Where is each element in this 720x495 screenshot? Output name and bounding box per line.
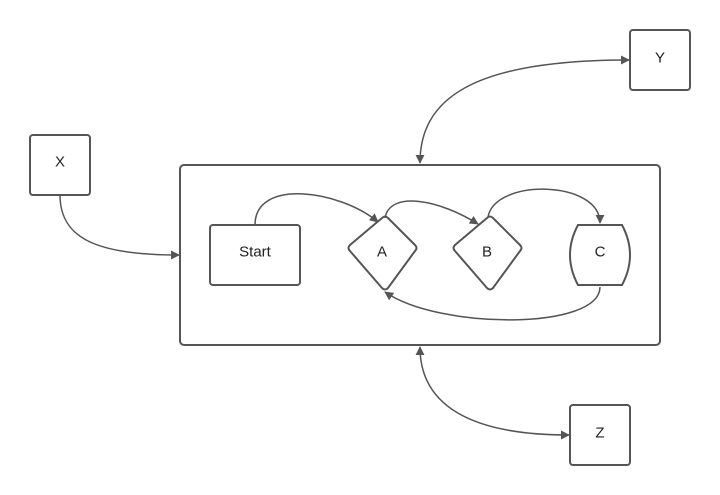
edge-x-to-container[interactable]	[59, 194, 180, 260]
node-c-shape	[568, 224, 632, 286]
node-z[interactable]: Z	[569, 404, 631, 466]
node-x-label: X	[55, 154, 65, 171]
node-start-label: Start	[239, 244, 272, 261]
node-y-box	[629, 29, 691, 91]
edge-c-to-a[interactable]	[384, 286, 601, 321]
node-x[interactable]: X	[29, 134, 91, 196]
node-y-label: Y	[655, 50, 665, 67]
node-c-label: C	[595, 244, 606, 261]
container-box[interactable]	[179, 164, 661, 346]
edge-z-container[interactable]	[415, 346, 570, 440]
node-y[interactable]: Y	[629, 29, 691, 91]
edge-b-to-c[interactable]	[487, 188, 605, 224]
node-a[interactable]: A	[347, 215, 418, 291]
node-b-diamond	[452, 215, 523, 291]
node-a-diamond	[347, 215, 418, 291]
edge-y-container[interactable]	[415, 55, 630, 164]
node-c[interactable]: C	[568, 224, 632, 286]
node-a-label: A	[377, 244, 387, 261]
node-start[interactable]: Start	[209, 224, 301, 286]
node-z-label: Z	[595, 425, 604, 442]
node-b[interactable]: B	[452, 215, 523, 291]
node-z-box	[569, 404, 631, 466]
edge-start-to-a[interactable]	[254, 193, 379, 226]
node-b-label: B	[482, 244, 492, 261]
edge-a-to-b[interactable]	[384, 200, 479, 225]
